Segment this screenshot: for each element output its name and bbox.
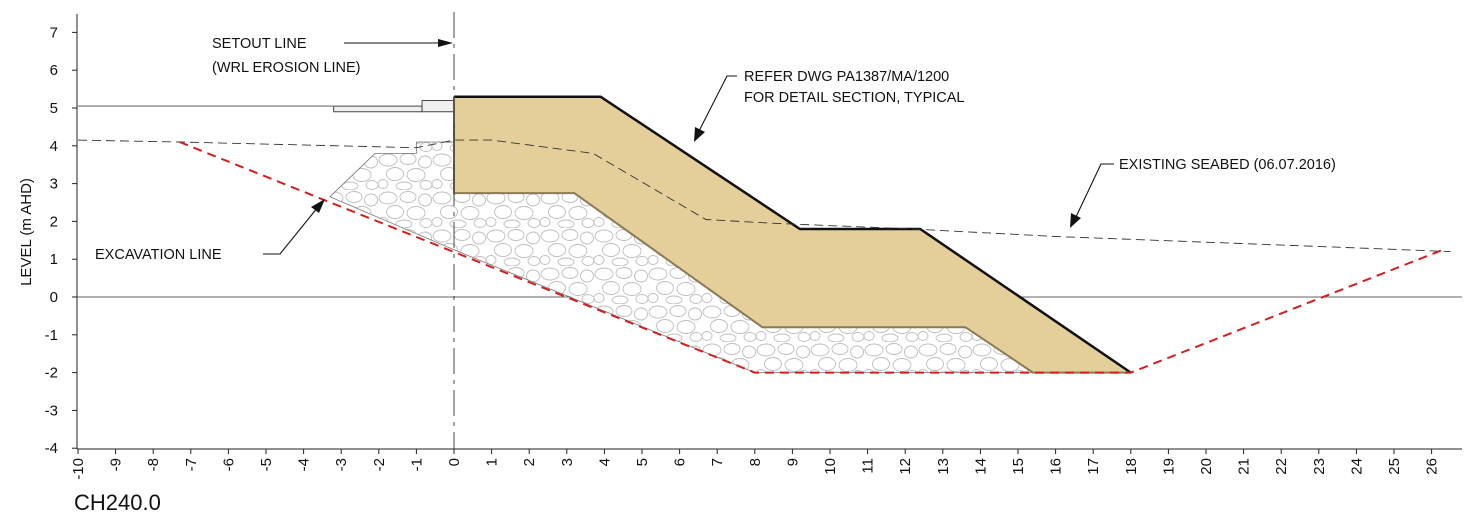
x-tick-label: 15 xyxy=(1010,458,1027,475)
x-tick-label: 21 xyxy=(1236,458,1253,475)
x-tick-label: 16 xyxy=(1048,458,1065,475)
excavation-arrowhead xyxy=(311,199,325,213)
y-tick-label: 5 xyxy=(50,100,58,117)
y-tick-label: -1 xyxy=(45,327,58,344)
x-tick-label: 13 xyxy=(935,458,952,475)
y-tick-label: 1 xyxy=(50,251,58,268)
x-tick-label: -7 xyxy=(183,458,200,471)
refer-label-line1: REFER DWG PA1387/MA/1200 xyxy=(744,69,949,85)
excavation-leader xyxy=(263,206,319,255)
setout-sublabel: (WRL EROSION LINE) xyxy=(212,60,361,76)
leaders xyxy=(263,39,1114,255)
x-tick-label: 9 xyxy=(784,458,801,466)
x-tick-label: 3 xyxy=(559,458,576,466)
x-tick-label: 17 xyxy=(1085,458,1102,475)
x-tick-label: -1 xyxy=(408,458,425,471)
x-tick-label: 4 xyxy=(596,458,613,466)
chainage-label: CH240.0 xyxy=(74,490,161,515)
seabed-arrowhead xyxy=(1070,213,1081,228)
refer-label-line2: FOR DETAIL SECTION, TYPICAL xyxy=(744,90,965,106)
x-tick-label: -3 xyxy=(333,458,350,471)
x-tick-label: 2 xyxy=(521,458,538,466)
coping-slab xyxy=(333,105,423,113)
x-tick-label: 24 xyxy=(1348,458,1365,475)
x-tick-label: 23 xyxy=(1311,458,1328,475)
x-tick-label: -9 xyxy=(108,458,125,471)
existing-seabed-line xyxy=(77,139,1451,253)
x-tick-label: 5 xyxy=(634,458,651,466)
x-tick-label: -5 xyxy=(258,458,275,471)
refer-leader xyxy=(697,75,737,134)
y-ticks: -4 -3 -2 -1 0 1 2 3 4 5 6 7 xyxy=(45,24,77,457)
x-tick-label: -10 xyxy=(70,458,87,480)
y-tick-label: 3 xyxy=(50,176,58,193)
x-tick-label: 25 xyxy=(1386,458,1403,475)
x-tick-label: -6 xyxy=(220,458,237,471)
y-tick-label: 4 xyxy=(50,138,58,155)
wall-cap xyxy=(421,99,455,113)
y-tick-label: 7 xyxy=(50,24,58,41)
x-tick-label: 12 xyxy=(897,458,914,475)
x-tick-label: 6 xyxy=(672,458,689,466)
x-tick-label: -4 xyxy=(296,458,313,471)
y-tick-label: -3 xyxy=(45,402,58,419)
seabed-leader xyxy=(1074,163,1114,220)
x-tick-label: 19 xyxy=(1160,458,1177,475)
setout-arrowhead xyxy=(438,39,453,47)
x-tick-label: 10 xyxy=(822,458,839,475)
x-tick-label: 14 xyxy=(972,458,989,475)
existing-surface xyxy=(78,99,455,113)
y-tick-label: 2 xyxy=(50,213,58,230)
y-tick-label: 0 xyxy=(50,289,58,306)
armour-layer xyxy=(454,96,1131,373)
refer-arrowhead xyxy=(694,127,705,142)
y-tick-label: -4 xyxy=(45,440,58,457)
y-tick-label: -2 xyxy=(45,365,58,382)
x-tick-label: 26 xyxy=(1424,458,1441,475)
x-tick-label: -8 xyxy=(145,458,162,471)
excavation-label: EXCAVATION LINE xyxy=(95,247,222,263)
x-tick-label: 1 xyxy=(484,458,501,466)
excavation-line xyxy=(179,141,1444,374)
x-tick-label: 8 xyxy=(747,458,764,466)
y-tick-label: 6 xyxy=(50,62,58,79)
armour-top-edge xyxy=(454,95,1132,374)
y-axis-title: LEVEL (m AHD) xyxy=(18,178,35,286)
x-tick-label: 0 xyxy=(446,458,463,466)
x-tick-label: 18 xyxy=(1123,458,1140,475)
x-tick-label: 7 xyxy=(709,458,726,466)
x-tick-label: -2 xyxy=(371,458,388,471)
x-tick-label: 22 xyxy=(1273,458,1290,475)
x-tick-label: 20 xyxy=(1198,458,1215,475)
existing-seabed-label: EXISTING SEABED (06.07.2016) xyxy=(1119,157,1336,173)
setout-label: SETOUT LINE xyxy=(212,36,307,52)
x-tick-label: 11 xyxy=(860,458,877,474)
